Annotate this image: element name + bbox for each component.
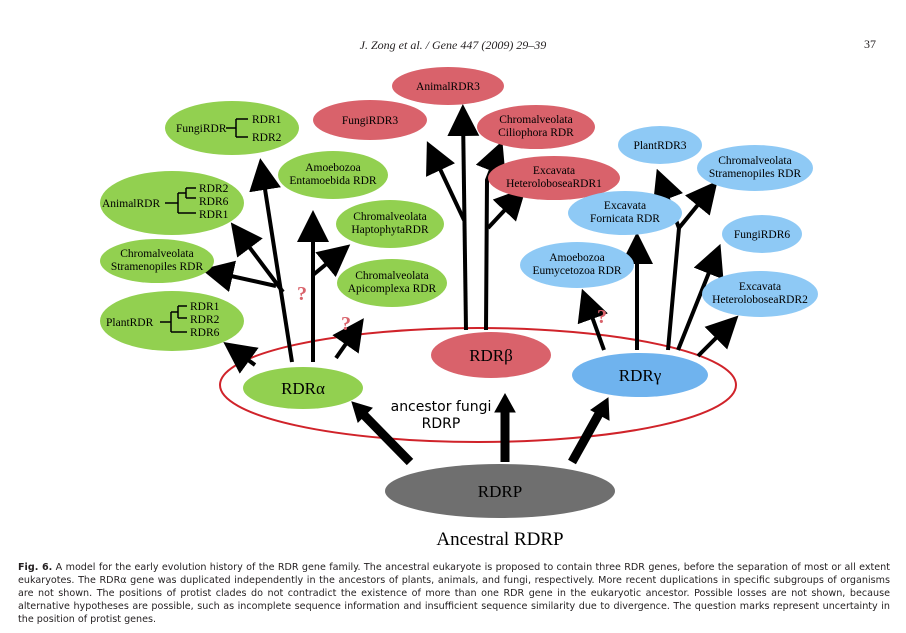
question-marks: ? ? ? <box>297 283 607 335</box>
haptophyta-1: Chromalveolata <box>353 211 426 223</box>
ciliophora-2: Ciliophora RDR <box>498 127 574 139</box>
ancestor-fungi-line2: RDRP <box>422 416 461 432</box>
ciliophora-1: Chromalveolata <box>499 114 572 126</box>
rdr-alpha-label: RDRα <box>281 379 325 398</box>
ancestor-ring <box>219 327 737 443</box>
rdr-evolution-figure: ? ? ? FungiRDR RDR1 RDR2 AnimalRDR RDR2 … <box>100 67 818 550</box>
animal-gene-3: RDR1 <box>199 209 229 221</box>
haptophyta-2: HaptophytaRDR <box>351 224 429 236</box>
apicomplexa-1: Chromalveolata <box>355 270 428 282</box>
fungi-rdr-label: FungiRDR <box>176 123 227 135</box>
ancestor-fungi-line1: ancestor fungi <box>391 399 492 415</box>
plant-gene-1: RDR1 <box>190 301 220 313</box>
red-labels: AnimalRDR3 FungiRDR3 Chromalveolata Cili… <box>342 81 602 190</box>
beta-tree <box>426 104 527 331</box>
question-mark-2: ? <box>341 313 351 335</box>
rdr-beta-label: RDRβ <box>469 346 513 365</box>
blue-stramenopiles-1: Chromalveolata <box>718 155 791 167</box>
caption-text: A model for the early evolution history … <box>18 562 891 625</box>
fornicata-1: Excavata <box>604 200 646 212</box>
heterolobosea1-1: Excavata <box>533 165 575 177</box>
fungi-rdr6: FungiRDR6 <box>734 229 790 241</box>
animal-gene-2: RDR6 <box>199 196 229 208</box>
gamma-tree <box>577 168 739 358</box>
rdr-gamma-label: RDRγ <box>619 366 662 385</box>
green-stramenopiles-1: Chromalveolata <box>120 248 193 260</box>
running-head: J. Zong et al. / Gene 447 (2009) 29–39 <box>359 38 547 52</box>
page-number: 37 <box>864 37 876 51</box>
rdrp-label: RDRP <box>478 482 522 501</box>
fungi-gene-1: RDR1 <box>252 114 282 126</box>
question-mark-1: ? <box>297 283 307 305</box>
green-stramenopiles-2: Stramenopiles RDR <box>111 261 204 273</box>
blue-nodes <box>520 126 818 397</box>
fungi-rdr3: FungiRDR3 <box>342 115 398 127</box>
core-labels: RDRα RDRβ RDRγ RDRP ancestor fungi RDRP … <box>281 346 662 550</box>
figure-caption: Fig. 6. A model for the early evolution … <box>18 561 890 626</box>
entamoebida-2: Entamoebida RDR <box>289 175 377 187</box>
gene-brackets <box>160 118 248 333</box>
eumycetozoa-2: Eumycetozoa RDR <box>532 265 621 277</box>
alpha-tree <box>201 158 364 374</box>
fungi-gene-2: RDR2 <box>252 132 282 144</box>
rdrp-node <box>385 464 615 518</box>
blue-stramenopiles-2: Stramenopiles RDR <box>709 168 802 180</box>
apicomplexa-2: Apicomplexa RDR <box>348 283 437 295</box>
fornicata-2: Fornicata RDR <box>590 213 660 225</box>
plant-rdr3: PlantRDR3 <box>633 140 686 152</box>
plant-gene-2: RDR2 <box>190 314 220 326</box>
plant-rdr-label: PlantRDR <box>106 317 154 329</box>
rdrp-arrows <box>351 392 610 466</box>
heterolobosea1-2: HeteroloboseaRDR1 <box>506 178 602 190</box>
animal-gene-1: RDR2 <box>199 183 229 195</box>
green-labels: FungiRDR RDR1 RDR2 AnimalRDR RDR2 RDR6 R… <box>102 114 437 339</box>
entamoebida-1: Amoebozoa <box>305 162 361 174</box>
plant-gene-3: RDR6 <box>190 327 220 339</box>
heterolobosea2-1: Excavata <box>739 281 781 293</box>
heterolobosea2-2: HeteroloboseaRDR2 <box>712 294 808 306</box>
question-mark-3: ? <box>597 306 607 328</box>
eumycetozoa-1: Amoebozoa <box>549 252 605 264</box>
figure-title: Ancestral RDRP <box>436 529 563 550</box>
caption-label: Fig. 6. <box>18 562 53 573</box>
animal-rdr-label: AnimalRDR <box>102 198 160 210</box>
red-nodes <box>313 67 620 378</box>
blue-labels: PlantRDR3 Chromalveolata Stramenopiles R… <box>532 140 808 306</box>
animal-rdr3: AnimalRDR3 <box>416 81 480 93</box>
